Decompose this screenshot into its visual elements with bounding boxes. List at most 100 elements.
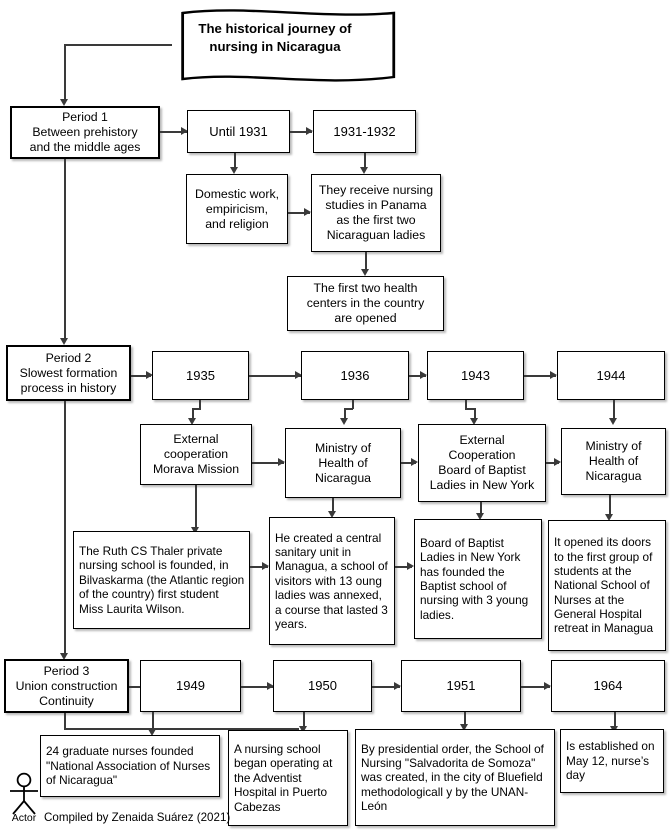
connector-baptist-to-minsa2 xyxy=(546,462,559,464)
node-year-1935[interactable]: 1935 xyxy=(152,351,249,400)
connector-1943-to-1944 xyxy=(524,375,556,377)
detail-national-school[interactable]: It opened its doors to the first group o… xyxy=(548,520,666,651)
arrowhead-baptist-to-minsa2 xyxy=(554,458,561,466)
arrowhead-detail1-to-detail2 xyxy=(262,562,269,570)
node-org-baptist-board-label: External Cooperation Board of Baptist La… xyxy=(429,433,535,492)
connector-1964-to-detail-v xyxy=(614,712,616,728)
node-year-1944[interactable]: 1944 xyxy=(557,351,665,400)
arrowhead-morava-to-detail xyxy=(191,527,199,534)
actor-figure-icon xyxy=(4,772,44,816)
detail-salvadorita-school-text: By presidential order, the School of Nur… xyxy=(361,741,544,814)
node-year-1949-label: 1949 xyxy=(176,678,205,694)
arrowhead-minsa2-to-detail xyxy=(605,514,613,521)
node-org-ministry-2[interactable]: Ministry of Health of Nicaragua xyxy=(561,428,666,495)
title-line-2: nursing in Nicaragua xyxy=(209,38,341,54)
node-health-centers-label: The first two health centers in the coun… xyxy=(306,281,425,325)
arrowhead-minsa1-to-detail xyxy=(328,511,336,518)
connector-panama-to-health-v xyxy=(365,252,367,271)
connector-minsa1-to-baptist xyxy=(401,462,416,464)
arrowhead-morava-to-minsa1 xyxy=(278,458,285,466)
arrowhead-1950-to-detail xyxy=(299,726,307,733)
connector-1935-to-org-h xyxy=(192,408,201,410)
detail-nurses-day[interactable]: Is established on May 12, nurse’s day xyxy=(560,729,664,793)
connector-until1931-to-1931-1932 xyxy=(290,131,312,133)
connector-period2-to-period3 xyxy=(64,401,66,656)
connector-1931-1932-to-panama-v xyxy=(364,153,366,169)
detail-baptist-school[interactable]: Board of Baptist Ladies in New York has … xyxy=(414,519,542,639)
node-year-1951-label: 1951 xyxy=(446,678,476,694)
node-year-1943[interactable]: 1943 xyxy=(427,351,524,400)
footer-caption: Compiled by Zenaida Suárez (2021) xyxy=(44,811,231,824)
arrowhead-domestic-to-panama xyxy=(304,208,311,216)
node-panama-studies[interactable]: They receive nursing studies in Panama a… xyxy=(311,174,441,252)
arrowhead-1943-to-org xyxy=(470,418,478,425)
title-banner-shape xyxy=(150,2,400,88)
arrowhead-1935-to-1936 xyxy=(295,371,302,379)
connector-title-to-period1-v xyxy=(64,44,66,101)
detail-sanitary-unit[interactable]: He created a central sanitary unit in Ma… xyxy=(269,517,395,645)
arrowhead-period2-to-1935 xyxy=(146,371,153,379)
node-health-centers[interactable]: The first two health centers in the coun… xyxy=(287,276,444,331)
connector-1950-to-1951 xyxy=(372,686,400,688)
arrowhead-period2-to-period3 xyxy=(60,653,68,660)
arrowhead-1949-to-detail xyxy=(148,729,156,736)
arrowhead-1951-to-1964 xyxy=(544,682,551,690)
connector-1949-to-detail-v xyxy=(152,712,154,732)
detail-national-school-text: It opened its doors to the first group o… xyxy=(554,535,654,636)
period-2-box[interactable]: Period 2 Slowest formation process in hi… xyxy=(6,345,131,401)
connector-period3-to-1949 xyxy=(129,686,148,688)
node-year-1949[interactable]: 1949 xyxy=(140,660,241,712)
node-year-1950[interactable]: 1950 xyxy=(273,660,372,712)
node-1931-1932[interactable]: 1931-1932 xyxy=(313,110,416,153)
connector-period1-to-until1931 xyxy=(160,131,187,133)
connector-1944-to-org-v xyxy=(613,400,615,420)
detail-ruth-thaler-school[interactable]: The Ruth CS Thaler private nursing schoo… xyxy=(73,531,250,629)
node-domestic-work[interactable]: Domestic work, empiricism, and religion xyxy=(186,174,288,244)
arrowhead-1951-to-detail xyxy=(460,724,468,731)
node-year-1944-label: 1944 xyxy=(596,367,626,383)
node-year-1936[interactable]: 1936 xyxy=(301,351,409,400)
period-3-box[interactable]: Period 3 Union construction Continuity xyxy=(4,659,129,713)
node-org-baptist-board[interactable]: External Cooperation Board of Baptist La… xyxy=(418,424,546,502)
connector-detail2-to-detail3 xyxy=(395,566,412,568)
node-org-ministry-1[interactable]: Ministry of Health of Nicaragua xyxy=(285,428,401,498)
arrowhead-period1-to-period2 xyxy=(60,338,68,345)
arrowhead-until1931-to-domestic xyxy=(230,167,238,174)
node-until-1931[interactable]: Until 1931 xyxy=(187,110,290,153)
connector-minsa2-to-detail-v xyxy=(609,495,611,517)
node-year-1950-label: 1950 xyxy=(308,678,337,694)
period-1-label: Period 1 Between prehistory and the midd… xyxy=(29,110,141,154)
node-year-1936-label: 1936 xyxy=(340,367,370,383)
node-year-1951[interactable]: 1951 xyxy=(401,660,521,712)
connector-1935-to-org-v2 xyxy=(192,408,194,420)
connector-until1931-to-domestic-v xyxy=(234,153,236,169)
connector-1935-to-org-v1 xyxy=(199,400,201,409)
connector-detail1-to-detail2 xyxy=(250,566,268,568)
arrowhead-minsa1-to-baptist xyxy=(411,458,418,466)
arrowhead-until1931-to-1931-1932 xyxy=(306,127,313,135)
connector-morava-to-detail-v xyxy=(195,485,197,529)
connector-period3-bottom-h xyxy=(64,728,299,730)
arrowhead-panama-to-health xyxy=(361,269,369,276)
detail-adventist-hospital-text: A nursing school began operating at the … xyxy=(234,742,333,814)
node-panama-studies-label: They receive nursing studies in Panama a… xyxy=(318,183,434,242)
connector-1951-to-1964 xyxy=(521,686,550,688)
period-1-box[interactable]: Period 1 Between prehistory and the midd… xyxy=(10,106,160,159)
detail-nurses-day-text: Is established on May 12, nurse’s day xyxy=(566,739,655,783)
connector-period1-to-period2 xyxy=(64,159,66,340)
node-org-morava[interactable]: External cooperation Morava Mission xyxy=(140,424,252,485)
connector-1935-to-1936 xyxy=(249,375,301,377)
detail-sanitary-unit-text: He created a central sanitary unit in Ma… xyxy=(275,530,388,631)
detail-salvadorita-school[interactable]: By presidential order, the School of Nur… xyxy=(355,729,555,826)
connector-period3-bottom-v xyxy=(64,713,66,729)
arrowhead-1931-1932-to-panama xyxy=(360,167,368,174)
connector-1943-to-org-v1 xyxy=(465,400,467,409)
node-year-1964[interactable]: 1964 xyxy=(551,660,665,712)
detail-adventist-hospital[interactable]: A nursing school began operating at the … xyxy=(228,730,348,826)
detail-ruth-thaler-school-text: The Ruth CS Thaler private nursing schoo… xyxy=(79,544,245,616)
detail-graduate-nurses-text: 24 graduate nurses founded "National Ass… xyxy=(46,744,211,788)
detail-graduate-nurses[interactable]: 24 graduate nurses founded "National Ass… xyxy=(40,735,220,797)
arrowhead-detail2-to-detail3 xyxy=(407,562,414,570)
connector-1951-to-detail-v xyxy=(464,712,466,726)
